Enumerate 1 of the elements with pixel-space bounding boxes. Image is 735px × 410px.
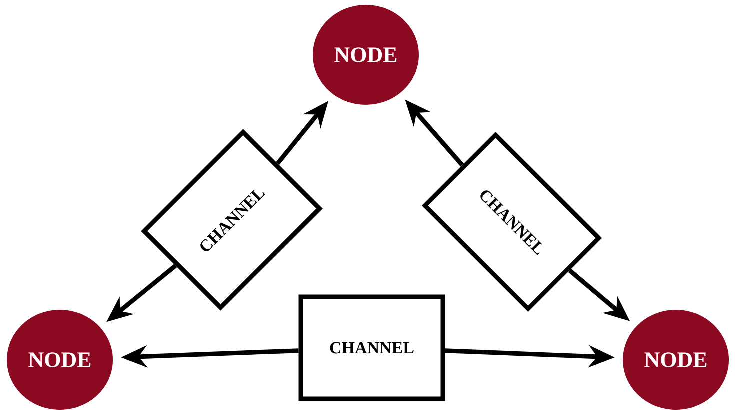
channel-box: CHANNEL — [298, 294, 446, 402]
